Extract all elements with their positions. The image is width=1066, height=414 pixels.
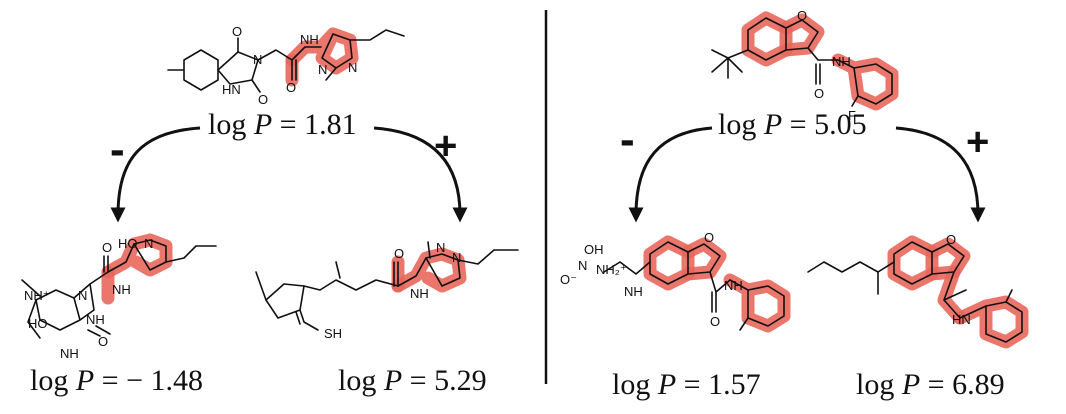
atom-nh: NH (300, 32, 319, 47)
atom-nh: NH (624, 284, 643, 299)
atom-o: O (814, 86, 824, 101)
log-label: log (856, 368, 895, 401)
atom-sh: SH (324, 326, 342, 341)
right-parent-logp: log P = 5.05 (718, 110, 867, 140)
logp-value: 6.89 (952, 368, 1005, 401)
atom-nh: NH (724, 278, 743, 293)
left-parent-molecule: O N HN O O NH N N (167, 24, 405, 107)
equals-sign: = (279, 108, 297, 141)
atom-n: N (348, 60, 357, 75)
left-parent-logp: log P = 1.81 (208, 110, 357, 140)
atom-nh: NH (86, 312, 105, 327)
right-minus-molecule: O NH O NH OH N NH₂⁺ O⁻ (560, 230, 791, 333)
atom-f: F (848, 108, 856, 123)
atom-n: N (78, 288, 87, 303)
left-minus-logp: log P = − 1.48 (30, 366, 203, 396)
right-minus-logp: log P = 1.57 (612, 370, 761, 400)
atom-oh: OH (584, 242, 604, 257)
atom-o: O (797, 8, 807, 23)
atom-n: N (318, 62, 327, 77)
right-plus-sign: + (966, 120, 990, 164)
atom-o-minus: O⁻ (560, 272, 577, 287)
left-plus-molecule: O NH N N SH (255, 240, 519, 341)
atom-n: N (144, 236, 153, 251)
equals-sign: = (683, 368, 701, 401)
equals-sign: = (789, 108, 807, 141)
p-symbol: P (253, 108, 273, 141)
right-parent-molecule: O NH O F (711, 8, 899, 123)
right-plus-molecule: O HN (807, 232, 1029, 349)
atom-nh2-plus: NH₂⁺ (596, 262, 627, 277)
left-minus-sign: - (110, 125, 125, 174)
log-label: log (612, 368, 651, 401)
atom-o: O (258, 92, 268, 107)
left-minus-molecule: O HO N NH NH⁺ N HO NH NH O (21, 233, 217, 361)
right-minus-sign: - (620, 115, 635, 164)
atom-o: O (102, 240, 112, 255)
equals-sign: = (927, 368, 945, 401)
logp-value: 1.48 (150, 364, 204, 397)
arrow-right-minus (628, 126, 713, 223)
p-symbol: P (901, 368, 921, 401)
atom-o: O (98, 334, 108, 349)
log-label: log (30, 364, 69, 397)
atom-hn: HN (952, 312, 971, 327)
log-label: log (338, 364, 377, 397)
p-symbol: P (657, 368, 677, 401)
logp-value: 5.05 (814, 108, 867, 141)
arrow-right-plus (895, 126, 986, 223)
log-label: log (208, 108, 247, 141)
logp-value: 1.81 (304, 108, 357, 141)
atom-nh-plus: NH⁺ (24, 288, 50, 303)
atom-o: O (704, 230, 714, 245)
atom-n: N (452, 250, 461, 265)
atom-nh: NH (832, 54, 851, 69)
left-plus-sign: + (434, 124, 458, 168)
atom-hn: HN (222, 82, 241, 97)
left-plus-logp: log P = 5.29 (338, 366, 487, 396)
atom-n: N (253, 52, 262, 67)
atom-o: O (394, 246, 404, 261)
arrow-left-minus (110, 126, 201, 223)
right-plus-logp: log P = 6.89 (856, 370, 1005, 400)
p-symbol: P (763, 108, 783, 141)
atom-o: O (286, 80, 296, 95)
p-symbol: P (383, 364, 403, 397)
atom-ho: HO (28, 316, 48, 331)
atom-nh: NH (60, 346, 79, 361)
log-label: log (718, 108, 757, 141)
logp-value: 5.29 (434, 364, 487, 397)
atom-n: N (436, 240, 445, 255)
equals-sign: = − (101, 364, 144, 397)
arrow-left-plus (373, 126, 468, 223)
atom-nh: NH (410, 286, 429, 301)
atom-o: O (946, 232, 956, 247)
equals-sign: = (409, 364, 427, 397)
atom-o: O (710, 314, 720, 329)
atom-nh: NH (112, 282, 131, 297)
logp-value: 1.57 (708, 368, 761, 401)
atom-o: O (232, 24, 242, 39)
p-symbol: P (75, 364, 95, 397)
atom-n: N (578, 258, 587, 273)
atom-ho: HO (118, 236, 138, 251)
